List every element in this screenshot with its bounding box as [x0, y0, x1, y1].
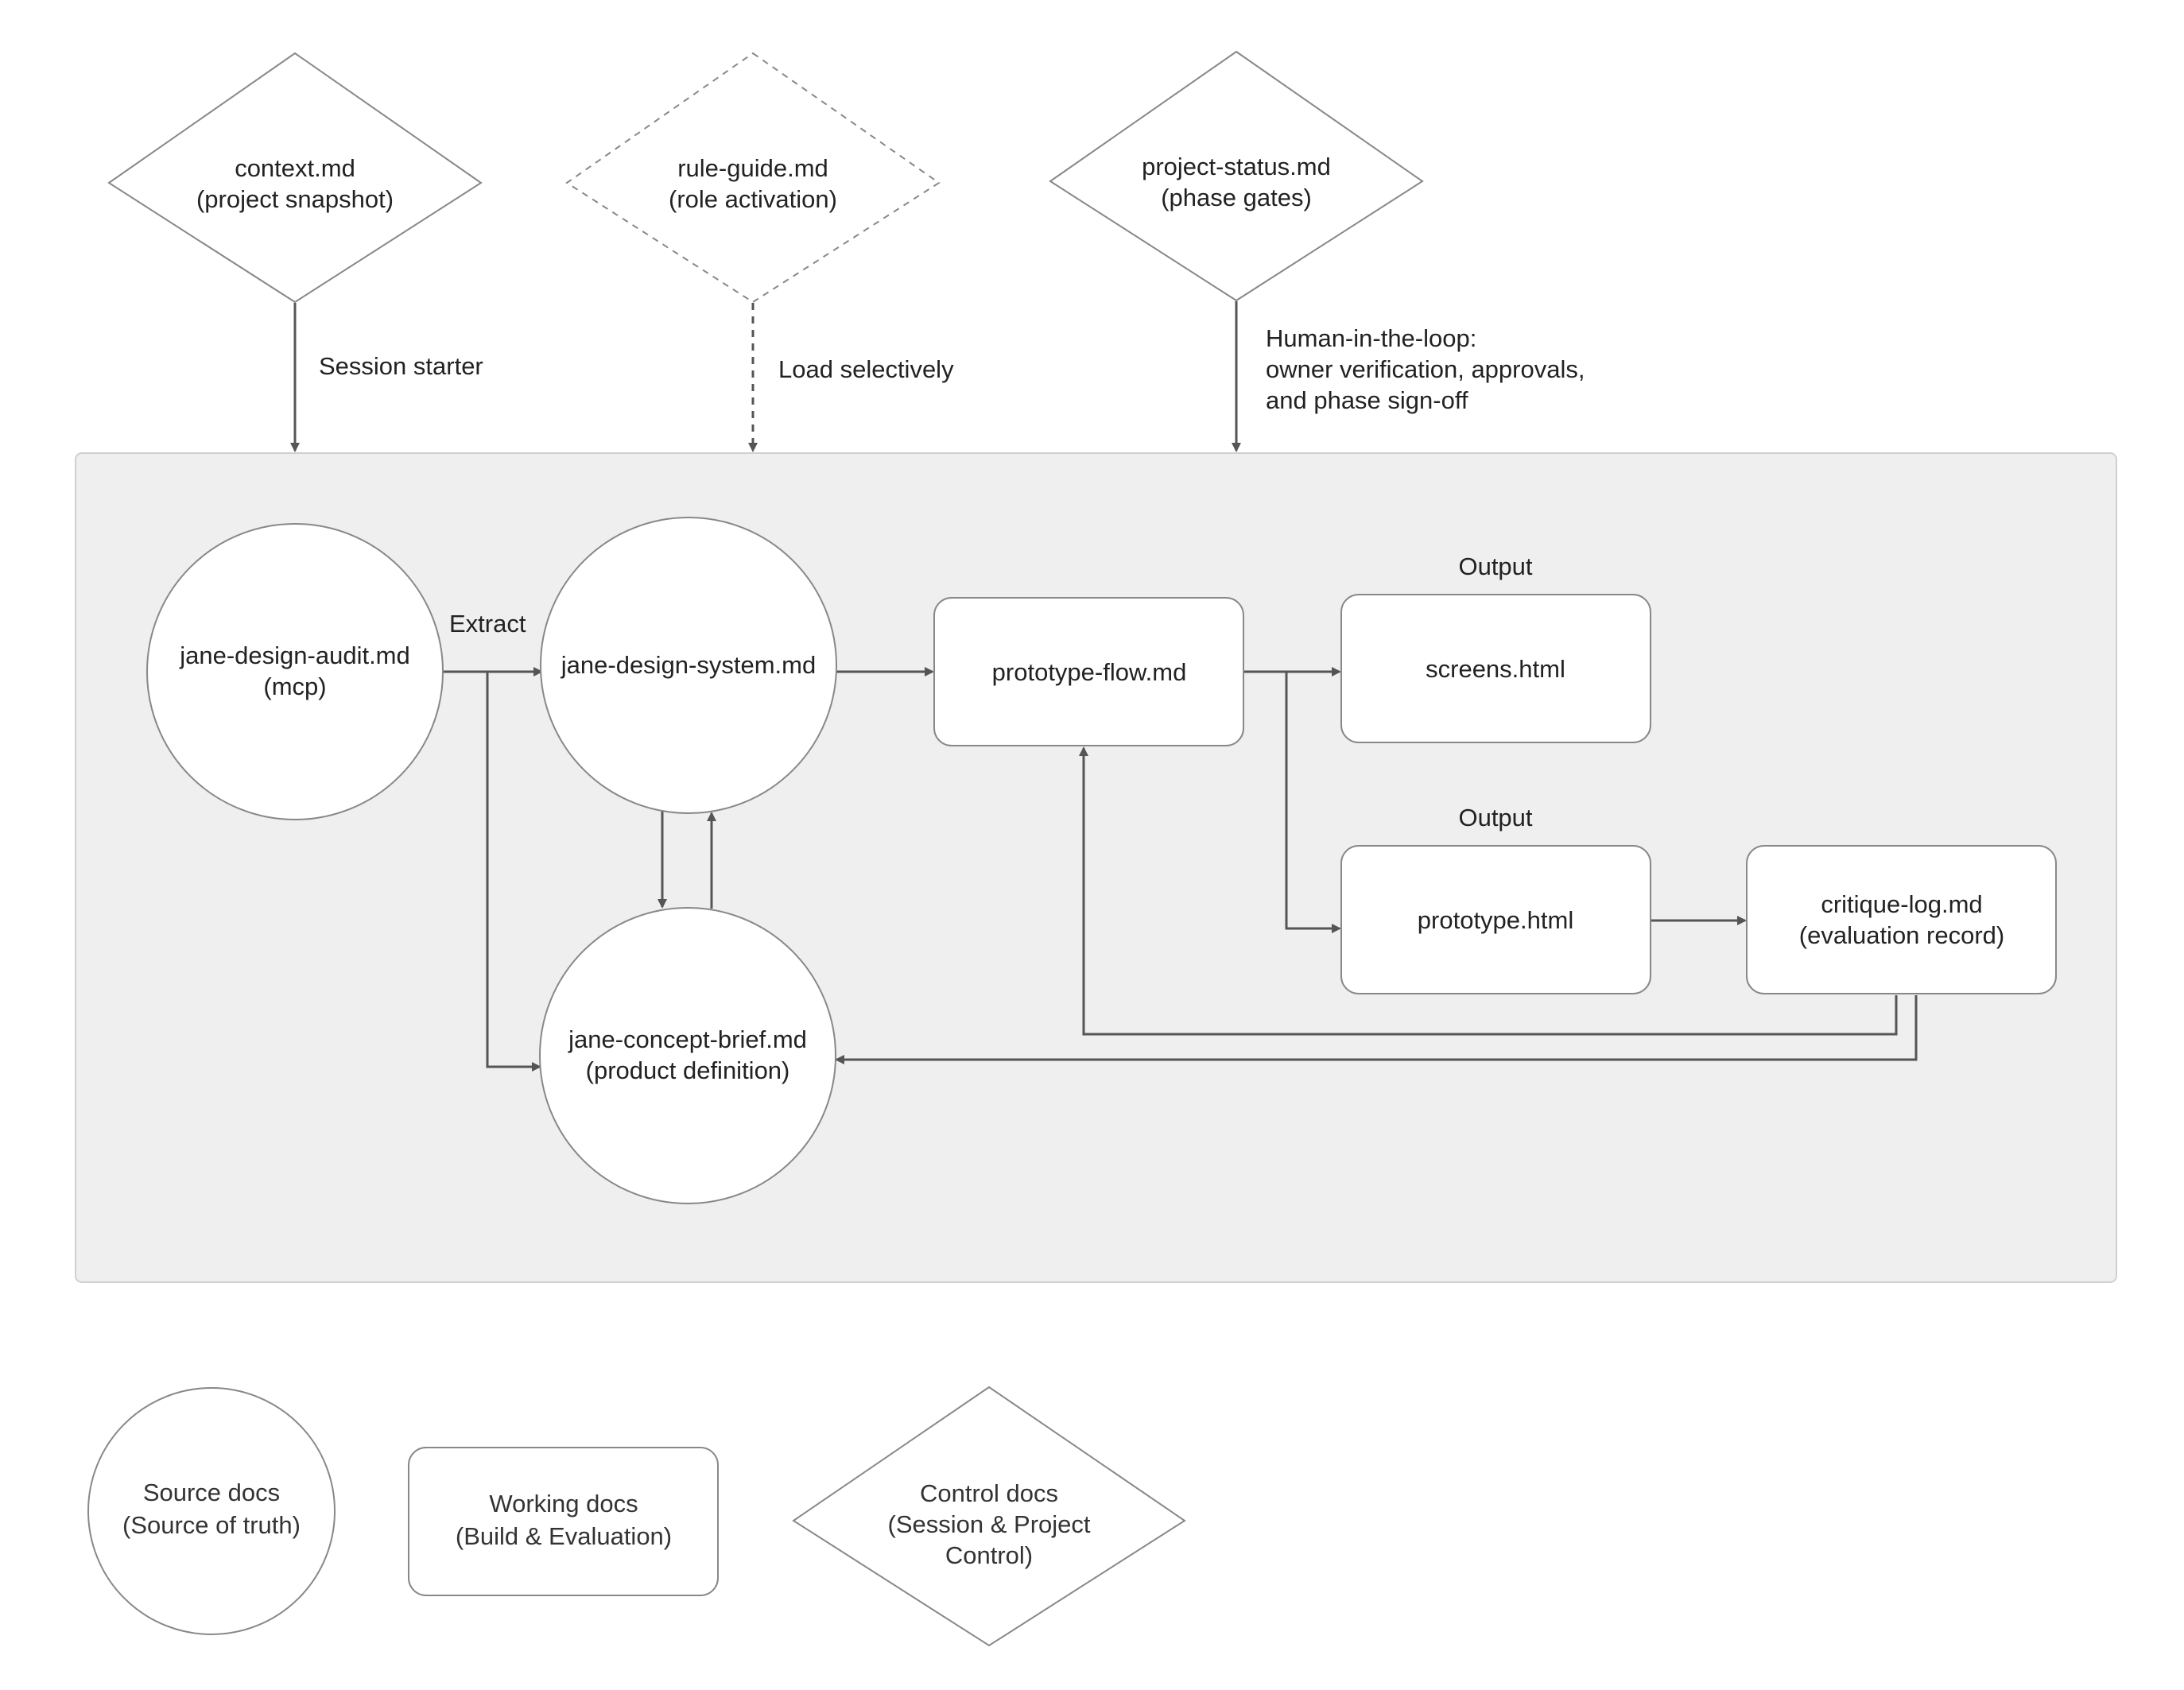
legend-working-title: Working docs	[489, 1490, 638, 1518]
design-audit-circle: jane-design-audit.md (mcp)	[146, 523, 444, 820]
critique-log-title: critique-log.md	[1821, 890, 1982, 918]
audit-to-brief-arrow	[486, 672, 541, 1072]
critique-log-subtitle: (evaluation record)	[1799, 921, 2004, 949]
critique-to-brief-arrow	[835, 995, 1918, 1064]
prototype-html-title: prototype.html	[1418, 906, 1573, 934]
prototype-output-label: Output	[1458, 804, 1532, 831]
flow-to-prototype-arrow	[1285, 672, 1341, 933]
screens-output-label: Output	[1458, 552, 1532, 580]
design-system-title: jane-design-system.md	[561, 651, 816, 679]
context-md-title: context.md	[235, 154, 355, 182]
human-loop-label-line2: owner verification, approvals,	[1266, 355, 1585, 383]
legend-working-docs: Working docs (Build & Evaluation)	[408, 1447, 719, 1596]
legend-control-title: Control docs	[920, 1479, 1058, 1507]
project-status-md-diamond: project-status.md (phase gates)	[1049, 50, 1424, 302]
human-loop-label-line3: and phase sign-off	[1266, 386, 1468, 414]
legend-source-title: Source docs	[143, 1479, 280, 1506]
context-md-subtitle: (project snapshot)	[196, 185, 394, 213]
screens-html-box: screens.html	[1340, 594, 1651, 743]
legend-source-docs: Source docs (Source of truth)	[87, 1387, 336, 1635]
human-loop-label-line1: Human-in-the-loop:	[1266, 324, 1476, 352]
prototype-flow-title: prototype-flow.md	[992, 658, 1187, 686]
legend-control-subtitle-1: (Session & Project	[888, 1510, 1091, 1538]
concept-brief-circle: jane-concept-brief.md (product definitio…	[539, 907, 836, 1204]
rule-guide-md-title: rule-guide.md	[677, 154, 828, 182]
prototype-flow-box: prototype-flow.md	[933, 597, 1244, 746]
legend-control-docs: Control docs (Session & Project Control)	[792, 1386, 1186, 1647]
project-status-md-title: project-status.md	[1142, 153, 1331, 180]
design-system-circle: jane-design-system.md	[540, 517, 837, 814]
rule-guide-md-diamond: rule-guide.md (role activation)	[565, 52, 941, 304]
session-starter-label: Session starter	[319, 352, 483, 380]
legend-source-subtitle: (Source of truth)	[122, 1511, 301, 1539]
project-status-md-subtitle: (phase gates)	[1161, 184, 1312, 211]
load-selectively-label: Load selectively	[778, 355, 954, 383]
screens-html-title: screens.html	[1426, 655, 1565, 683]
context-md-diamond: context.md (project snapshot)	[107, 52, 483, 304]
design-audit-title: jane-design-audit.md	[179, 642, 410, 669]
prototype-html-box: prototype.html	[1340, 845, 1651, 994]
critique-log-box: critique-log.md (evaluation record)	[1746, 845, 2057, 994]
design-audit-subtitle: (mcp)	[263, 673, 326, 700]
rule-guide-md-subtitle: (role activation)	[669, 185, 837, 213]
concept-brief-title: jane-concept-brief.md	[568, 1025, 807, 1053]
extract-label: Extract	[449, 610, 526, 638]
concept-brief-subtitle: (product definition)	[586, 1056, 790, 1084]
legend-working-subtitle: (Build & Evaluation)	[456, 1522, 672, 1550]
legend-control-subtitle-2: Control)	[945, 1541, 1033, 1569]
critique-to-flow-arrow	[1079, 746, 1898, 1036]
